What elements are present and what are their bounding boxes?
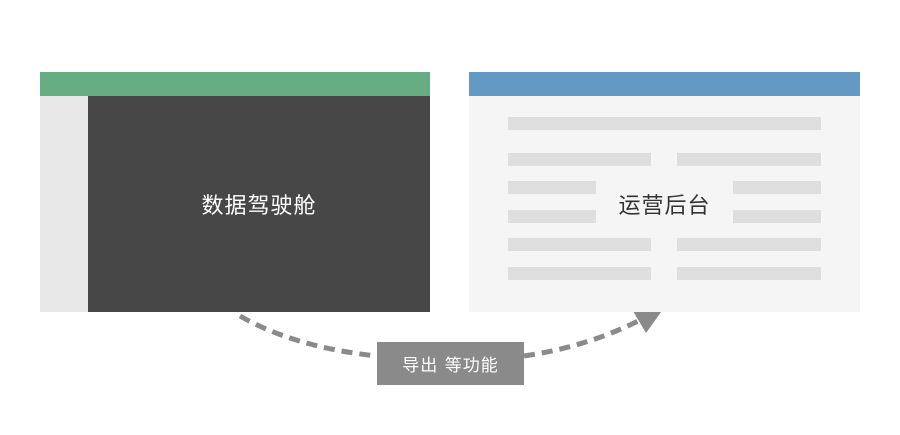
placeholder-bar [508,238,651,251]
placeholder-bar [508,210,596,223]
data-cockpit-window: 数据驾驶舱 [40,72,430,312]
window-titlebar [469,72,860,96]
placeholder-bar [733,181,821,194]
placeholder-bar [677,238,821,251]
data-cockpit-label: 数据驾驶舱 [201,194,317,219]
operations-backend-label: 运营后台 [604,186,725,222]
placeholder-bar [677,153,821,166]
window-titlebar [40,72,430,96]
export-features-label: 导出 等功能 [377,342,524,385]
window-sidebar [40,96,88,312]
connector-dashed-line [238,313,378,359]
operations-backend-window: 运营后台 [469,72,860,312]
placeholder-bar [733,210,821,223]
arrowhead-icon [630,306,664,333]
connector-dashed-line-tail [523,317,642,359]
placeholder-bar [677,267,821,280]
placeholder-bar [508,153,651,166]
placeholder-bar [508,117,821,130]
placeholder-bar [508,181,596,194]
placeholder-bar [508,267,651,280]
